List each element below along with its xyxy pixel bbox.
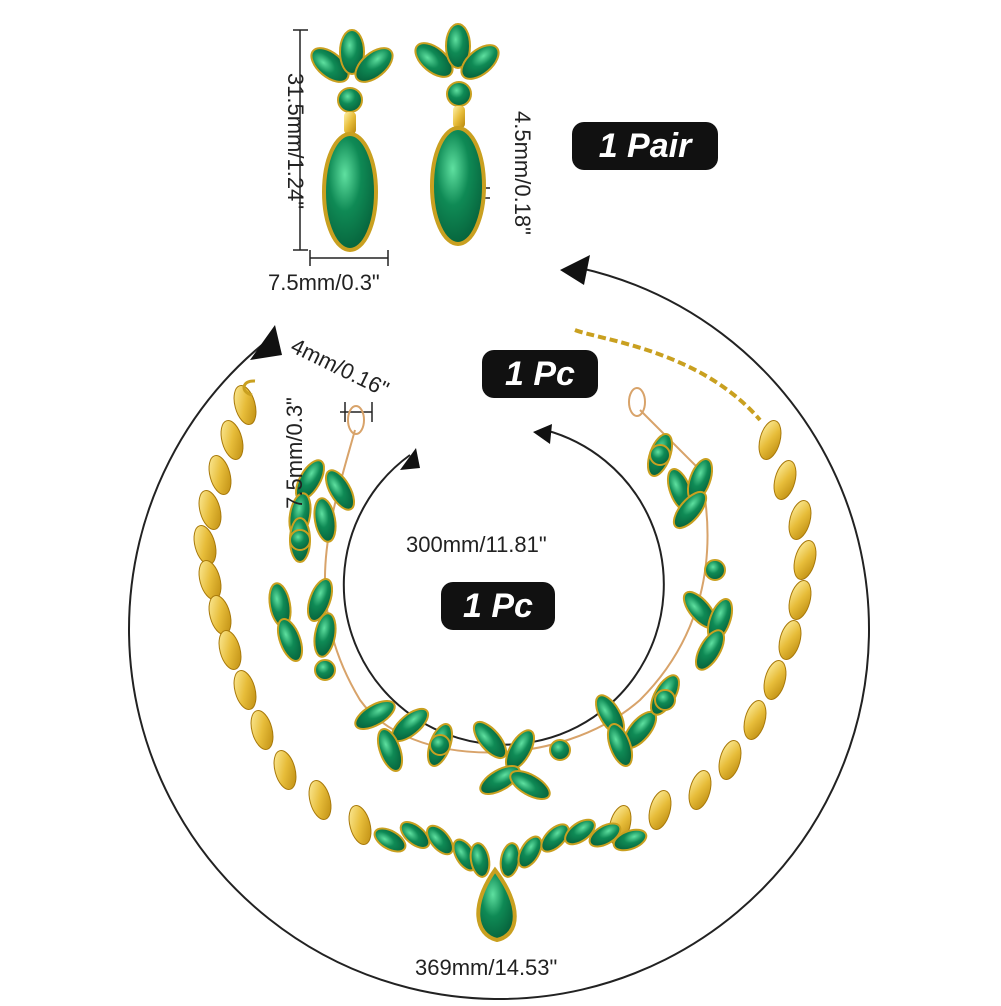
- chain-link: [763, 660, 787, 700]
- chain-link: [220, 420, 244, 460]
- chain-link: [778, 620, 802, 660]
- necklace-gem: [588, 822, 622, 848]
- headband-round-gem: [314, 659, 336, 681]
- necklace-gem: [612, 828, 648, 852]
- headband-round-gem: [549, 739, 571, 761]
- earring-right: [414, 23, 500, 246]
- chain-link: [688, 770, 712, 810]
- chain-link: [718, 740, 742, 780]
- headband-dimension-lines: [340, 402, 373, 422]
- earring-gem-gap-label: 4.5mm/0.18": [510, 111, 535, 235]
- headband-round-gem: [654, 689, 676, 711]
- headband-leaf: [479, 765, 521, 795]
- chain-link: [233, 670, 257, 710]
- headband-loop-label: 7.5mm/0.3": [282, 397, 307, 509]
- necklace: [193, 328, 817, 943]
- arrowhead-icon: [560, 255, 590, 285]
- headband-leaf: [376, 728, 404, 772]
- necklace-gem: [426, 824, 454, 856]
- headband-leaf: [325, 469, 355, 511]
- necklace-gem: [540, 823, 570, 853]
- chain-link: [793, 540, 817, 580]
- headband-leaf: [306, 578, 334, 622]
- necklace-gem: [399, 821, 431, 849]
- necklace-length-arc: [128, 255, 870, 1001]
- headband-leaf: [672, 490, 708, 530]
- headband-round-gem: [704, 559, 726, 581]
- chain-link: [218, 630, 242, 670]
- earring-quantity-badge: 1 Pair: [572, 122, 718, 170]
- chain-link: [348, 805, 372, 845]
- necklace-gem: [373, 827, 407, 853]
- arrowhead-icon: [250, 325, 282, 360]
- necklace-gem: [564, 818, 596, 846]
- chain-link: [743, 700, 767, 740]
- earring-height-label: 31.5mm/1.24": [283, 72, 308, 210]
- chain-link: [788, 580, 812, 620]
- earring-width-label: 7.5mm/0.3": [268, 270, 380, 295]
- chain-link: [208, 595, 232, 635]
- headband-leaf: [354, 700, 396, 730]
- earring-left: [310, 29, 394, 252]
- headband: [268, 387, 734, 800]
- chain-link: [273, 750, 297, 790]
- headband-leaf: [313, 612, 337, 658]
- chain-link: [773, 460, 797, 500]
- headband-round-gem: [289, 529, 311, 551]
- headband-round-gem: [649, 444, 671, 466]
- necklace-gem: [469, 842, 491, 878]
- necklace-quantity-badge: 1 Pc: [441, 582, 555, 630]
- chain-link: [198, 490, 222, 530]
- headband-leaf: [509, 770, 551, 800]
- chain-link: [648, 790, 672, 830]
- headband-quantity-badge: 1 Pc: [482, 350, 598, 398]
- headband-leaf: [606, 723, 634, 767]
- chain-link: [308, 780, 332, 820]
- necklace-length-label: 369mm/14.53": [415, 955, 558, 980]
- headband-leaf: [695, 629, 725, 671]
- headband-length-label: 300mm/11.81": [406, 532, 547, 557]
- headband-leaf: [276, 618, 304, 662]
- headband-leaf: [472, 720, 508, 760]
- headband-round-gem: [429, 734, 451, 756]
- chain-link: [788, 500, 812, 540]
- headband-leaf: [313, 497, 337, 543]
- chain-link: [758, 420, 782, 460]
- arrowhead-icon: [533, 424, 552, 444]
- chain-link: [198, 560, 222, 600]
- chain-link: [208, 455, 232, 495]
- arrowhead-icon: [400, 448, 420, 470]
- chain-link: [250, 710, 274, 750]
- necklace-gem: [517, 835, 543, 869]
